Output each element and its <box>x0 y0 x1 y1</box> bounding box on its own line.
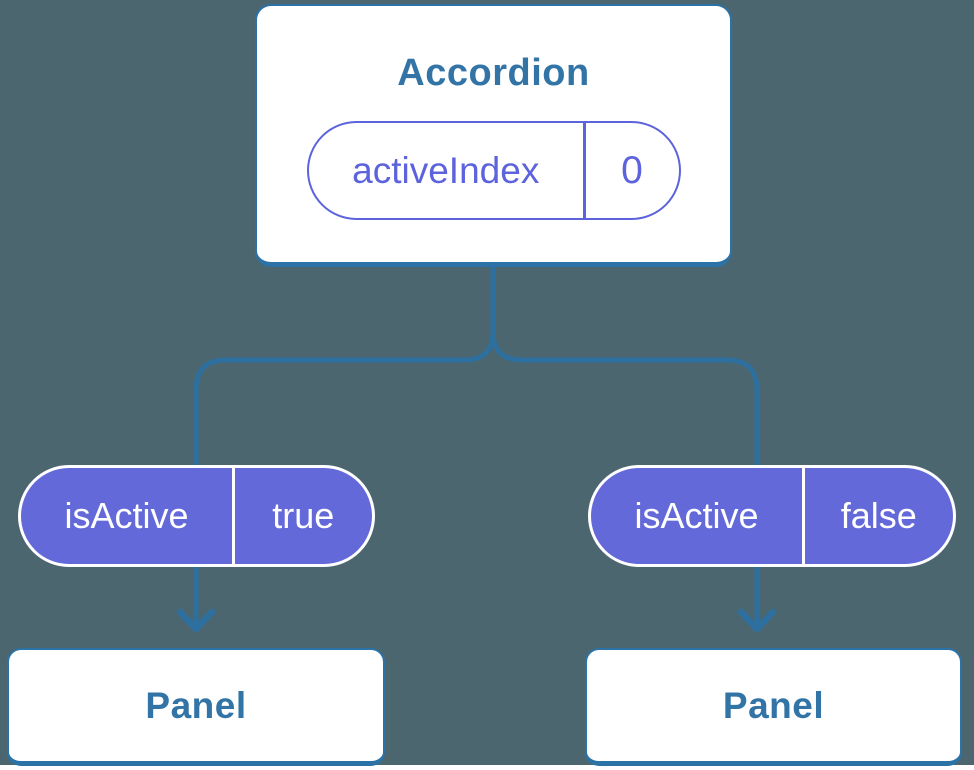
panel-title-left: Panel <box>145 684 247 726</box>
state-pill: activeIndex 0 <box>306 121 681 220</box>
prop-value-right: false <box>840 495 917 536</box>
accordion-title: Accordion <box>397 52 590 94</box>
state-name: activeIndex <box>352 149 540 191</box>
prop-pill-right-divider <box>802 468 805 564</box>
state-pill-divider <box>583 123 586 218</box>
state-value: 0 <box>621 148 643 192</box>
panel-title-right: Panel <box>722 684 825 726</box>
prop-value-left: true <box>272 495 335 536</box>
panel-node-left: Panel <box>7 648 385 766</box>
prop-name-left: isActive <box>64 495 189 536</box>
panel-node-right: Panel <box>585 648 962 766</box>
prop-name-right: isActive <box>634 495 759 536</box>
prop-pill-right: isActive false <box>588 465 956 567</box>
accordion-node: Accordion activeIndex 0 <box>255 4 732 267</box>
prop-pill-left-divider <box>232 468 235 564</box>
prop-pill-left: isActive true <box>18 465 375 567</box>
